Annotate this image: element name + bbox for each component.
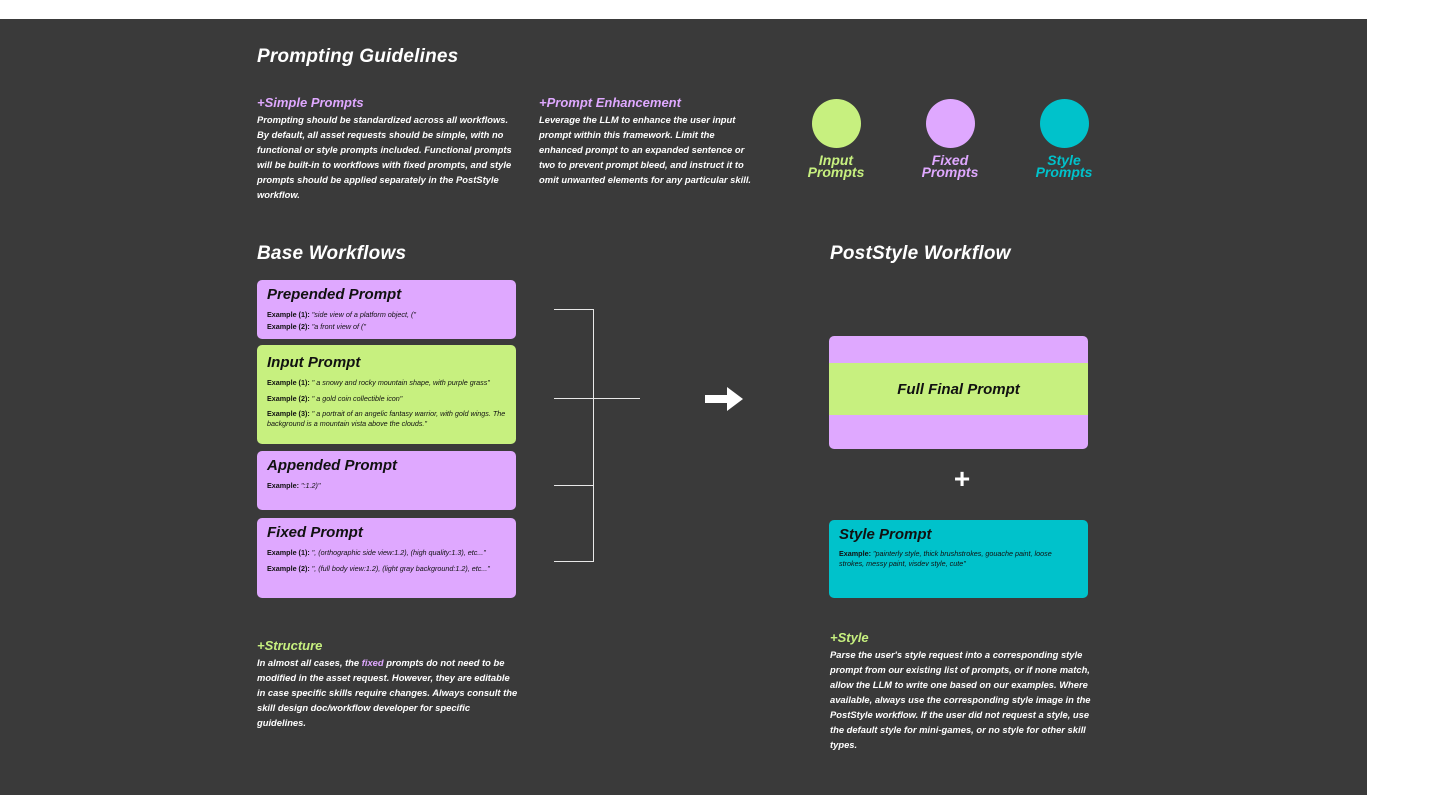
style-body: Parse the user's style request into a co… xyxy=(830,649,1091,750)
bracket-tick-1 xyxy=(554,309,594,310)
fixed-example-1: Example (1): ", (orthographic side view:… xyxy=(267,547,506,559)
poststyle-heading: PostStyle Workflow xyxy=(830,243,1011,264)
example-label: Example: xyxy=(839,549,871,558)
base-workflows-heading: Base Workflows xyxy=(257,243,407,264)
simple-prompts-heading: +Simple Prompts xyxy=(257,95,364,110)
canvas-board: Prompting Guidelines +Simple Prompts Pro… xyxy=(0,19,1367,795)
legend-style-line2: Prompts xyxy=(1035,164,1093,180)
legend-fixed: Fixed Prompts xyxy=(900,152,1000,180)
prompt-enhancement-heading: +Prompt Enhancement xyxy=(539,95,681,110)
input-prompt-card: Input Prompt Example (1): " a snowy and … xyxy=(257,345,516,444)
legend-style: Style Prompts xyxy=(1014,152,1114,180)
appended-prompt-card: Appended Prompt Example: ":1.2)" xyxy=(257,451,516,510)
legend-fixed-line1: Fixed xyxy=(931,152,969,168)
prepended-example-2: Example (2): "a front view of (" xyxy=(267,321,506,333)
input-example-3: Example (3): " a portrait of an angelic … xyxy=(267,409,506,429)
green-circle-icon xyxy=(812,99,861,148)
example-text: " a portrait of an angelic fantasy warri… xyxy=(267,409,506,428)
bracket-spine xyxy=(593,309,594,562)
final-bottom-band xyxy=(829,415,1088,449)
example-text: "side view of a platform object, (" xyxy=(309,310,416,319)
full-final-prompt-box: Full Final Prompt xyxy=(829,336,1088,449)
structure-body: In almost all cases, the fixed prompts d… xyxy=(257,655,519,730)
fixed-example-2: Example (2): ", (full body view:1.2), (l… xyxy=(267,563,506,575)
structure-text-before: In almost all cases, the xyxy=(257,657,362,668)
prepended-prompt-title: Prepended Prompt xyxy=(267,286,402,303)
example-label: Example (2): xyxy=(267,394,310,403)
bracket-tick-2 xyxy=(554,398,594,399)
full-final-prompt-label: Full Final Prompt xyxy=(897,380,1020,398)
fixed-prompt-title: Fixed Prompt xyxy=(267,524,363,541)
legend-input: Input Prompts xyxy=(786,152,886,180)
teal-circle-icon xyxy=(1040,99,1089,148)
style-prompt-title: Style Prompt xyxy=(839,526,932,543)
plus-icon: + xyxy=(953,463,971,494)
example-label: Example (2): xyxy=(267,564,310,573)
example-text: ", (orthographic side view:1.2), (high q… xyxy=(309,548,486,557)
prepended-example-1: Example (1): "side view of a platform ob… xyxy=(267,309,506,321)
legend-input-line1: Input xyxy=(818,152,854,168)
appended-prompt-title: Appended Prompt xyxy=(267,457,397,474)
example-label: Example (1): xyxy=(267,378,310,387)
example-text: " a gold coin collectible icon" xyxy=(309,394,403,403)
structure-heading: +Structure xyxy=(257,638,323,653)
legend-style-line1: Style xyxy=(1047,152,1081,168)
style-example: Example: "painterly style, thick brushst… xyxy=(839,549,1078,569)
style-heading: +Style xyxy=(830,630,869,645)
input-example-1: Example (1): " a snowy and rocky mountai… xyxy=(267,377,506,389)
bracket-output-line xyxy=(593,398,640,399)
purple-circle-icon xyxy=(926,99,975,148)
prompt-enhancement-body: Leverage the LLM to enhance the user inp… xyxy=(539,114,752,185)
final-top-band xyxy=(829,336,1088,363)
example-text: " a snowy and rocky mountain shape, with… xyxy=(309,378,490,387)
style-prompt-card: Style Prompt Example: "painterly style, … xyxy=(829,520,1088,598)
bracket-tick-3 xyxy=(554,485,594,486)
example-text: "a front view of (" xyxy=(309,322,366,331)
prepended-prompt-card: Prepended Prompt Example (1): "side view… xyxy=(257,280,516,339)
final-middle-band: Full Final Prompt xyxy=(829,363,1088,415)
arrow-right-icon xyxy=(705,387,743,411)
example-label: Example (1): xyxy=(267,548,310,557)
page-title: Prompting Guidelines xyxy=(257,46,459,67)
example-text: "painterly style, thick brushstrokes, go… xyxy=(839,549,1052,568)
bracket-tick-4 xyxy=(554,561,594,562)
input-prompt-title: Input Prompt xyxy=(267,354,361,371)
fixed-prompt-card: Fixed Prompt Example (1): ", (orthograph… xyxy=(257,518,516,598)
example-label: Example (1): xyxy=(267,310,310,319)
structure-fixed-highlight: fixed xyxy=(361,657,384,668)
simple-prompts-body: Prompting should be standardized across … xyxy=(257,114,512,200)
legend-fixed-line2: Prompts xyxy=(921,164,979,180)
legend-input-line2: Prompts xyxy=(807,164,865,180)
example-text: ":1.2)" xyxy=(298,481,321,490)
example-label: Example (3): xyxy=(267,409,310,418)
appended-example: Example: ":1.2)" xyxy=(267,480,506,492)
structure-text-after: prompts do not need to be modified in th… xyxy=(257,657,518,728)
example-label: Example: xyxy=(267,481,299,490)
example-label: Example (2): xyxy=(267,322,310,331)
example-text: ", (full body view:1.2), (light gray bac… xyxy=(309,564,490,573)
input-example-2: Example (2): " a gold coin collectible i… xyxy=(267,393,506,405)
